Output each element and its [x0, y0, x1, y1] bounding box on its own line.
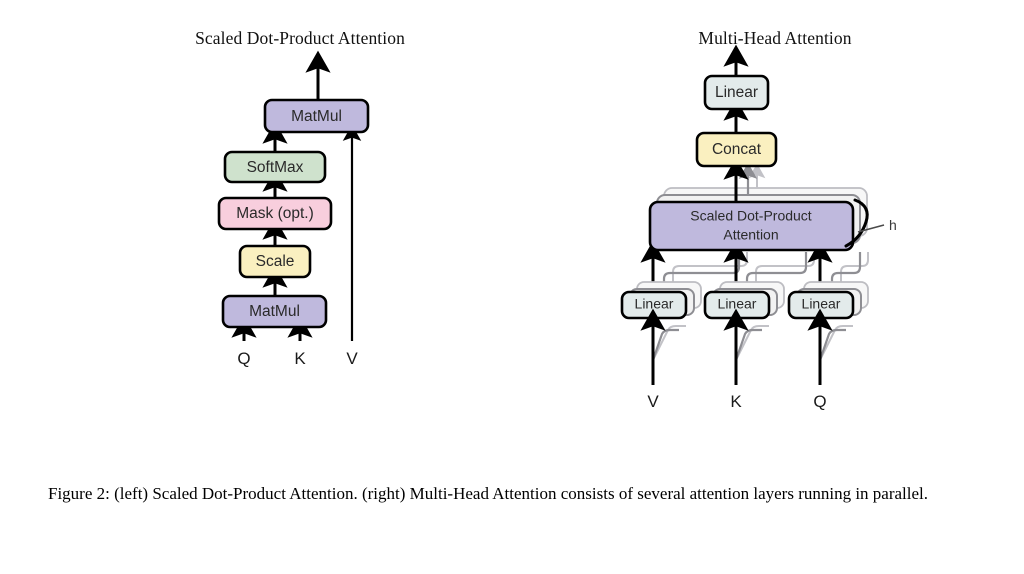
right-input-label-k: K [730, 392, 742, 411]
heads-brace-tick [857, 224, 885, 233]
left-box-mask[interactable]: Mask (opt.) [217, 196, 333, 231]
left-panel-group: Scaled Dot-Product Attention MatMul [195, 28, 405, 368]
left-panel-title: Scaled Dot-Product Attention [195, 28, 405, 48]
right-box-sdpa-label-line2: Attention [723, 227, 778, 243]
heads-count-label: h [889, 217, 897, 233]
right-box-linear-top[interactable]: Linear [703, 74, 770, 111]
right-input-fanout-ghosts [651, 325, 853, 361]
right-panel-group: Multi-Head Attention [620, 28, 897, 411]
left-box-mask-label: Mask (opt.) [236, 205, 314, 222]
left-box-matmul-bottom[interactable]: MatMul [221, 294, 328, 329]
figure-caption: Figure 2: (left) Scaled Dot-Product Atte… [48, 484, 929, 503]
left-box-matmul-top[interactable]: MatMul [263, 98, 370, 134]
figure-diagram-svg: Scaled Dot-Product Attention MatMul [195, 28, 897, 411]
heads-brace: h [844, 198, 897, 248]
right-box-sdpa-label-line1: Scaled Dot-Product [690, 208, 812, 224]
right-box-linear-q-label: Linear [802, 296, 841, 312]
right-box-linear-v[interactable]: Linear [620, 290, 688, 320]
left-box-matmul-top-label: MatMul [291, 108, 342, 125]
right-box-linear-q[interactable]: Linear [787, 290, 855, 320]
right-panel-title: Multi-Head Attention [698, 28, 851, 48]
left-box-softmax-label: SoftMax [247, 159, 304, 176]
right-box-scaled-dot-product-attention[interactable]: Scaled Dot-Product Attention [648, 200, 855, 252]
right-box-concat-label: Concat [712, 141, 762, 158]
right-input-label-q: Q [813, 392, 826, 411]
right-box-concat[interactable]: Concat [695, 131, 778, 168]
left-input-label-q: Q [237, 349, 250, 368]
right-input-label-v: V [647, 392, 659, 411]
left-box-softmax[interactable]: SoftMax [223, 150, 327, 184]
left-box-scale[interactable]: Scale [238, 244, 312, 279]
left-box-matmul-bottom-label: MatMul [249, 303, 300, 320]
left-input-label-k: K [294, 349, 306, 368]
right-box-linear-v-label: Linear [635, 296, 674, 312]
right-box-linear-k-label: Linear [718, 296, 757, 312]
left-input-label-v: V [346, 349, 358, 368]
right-box-linear-top-label: Linear [715, 84, 758, 101]
left-box-scale-label: Scale [256, 253, 295, 270]
right-box-linear-k[interactable]: Linear [703, 290, 771, 320]
